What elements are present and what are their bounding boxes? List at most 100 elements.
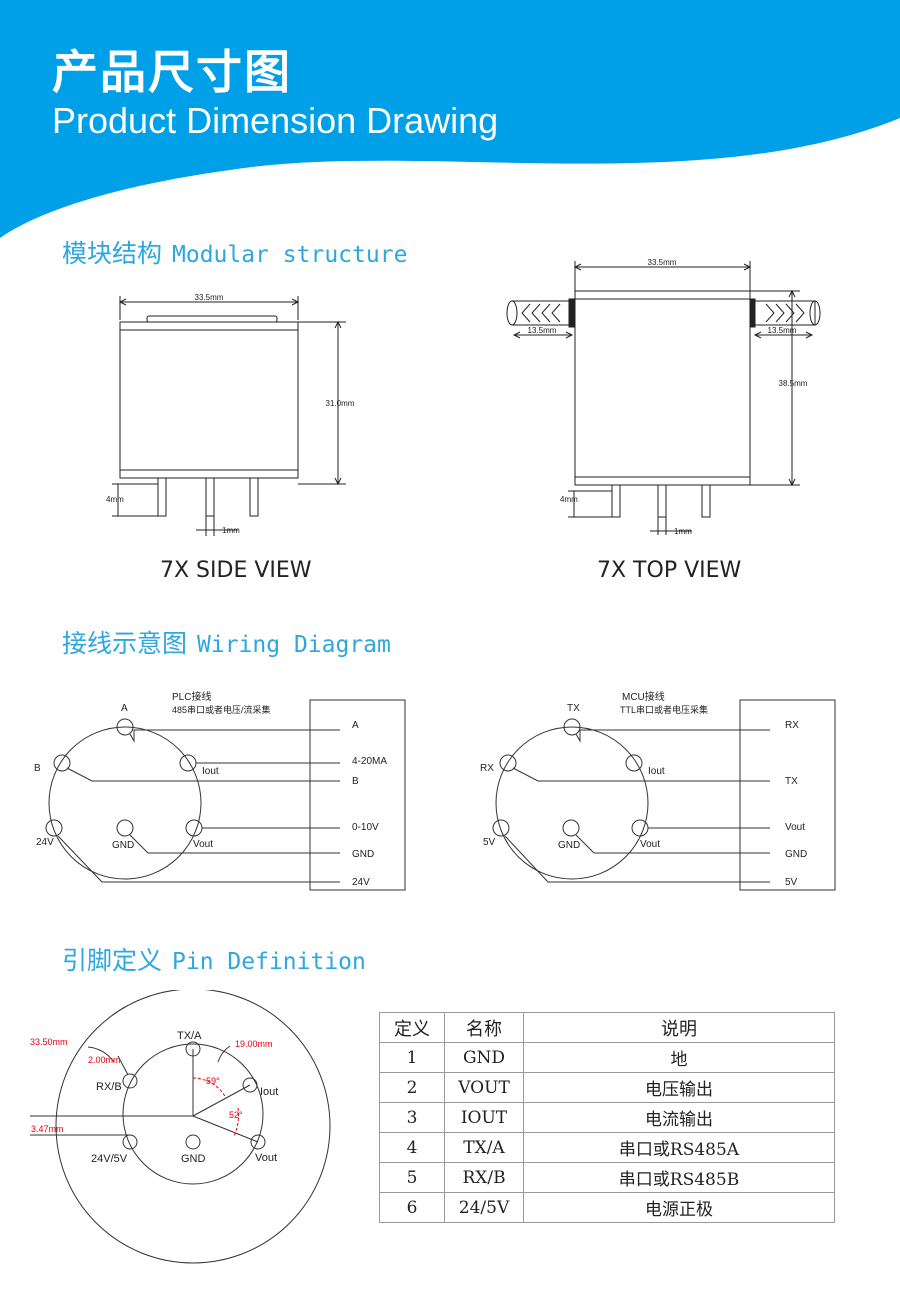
table-row: 3 IOUT 电流输出 [379,1102,835,1133]
side-cap [146,315,278,323]
plc-pin-b-label: B [34,763,41,774]
top-body [574,298,751,478]
mcu-pin-vout [631,819,649,837]
plc-terminal-label: 0-10V [352,822,379,833]
side-view-label: 7X SIDE VIEW [160,558,312,583]
section-title-wiring: 接线示意图 Wiring Diagram [62,624,391,660]
mcu-terminal-box [739,699,836,891]
mcu-pin-gnd [562,819,580,837]
top-view-label: 7X TOP VIEW [597,558,742,583]
plc-pin-24v [45,819,63,837]
mcu-pin-5v [492,819,510,837]
plc-pin-vout [185,819,203,837]
plc-subtitle: 485串口或者电压/流采集 [172,704,271,715]
plc-pin-vout-label: Vout [193,839,213,850]
pin-definition-table: 定义 名称 说明 1 GND 地 2 VOUT 电压输出 3 IOUT 电流输出… [379,1012,835,1223]
top-view-drawing: 33.5mm 13.5mm 13.5mm 38.5mm 4mm 1mm [506,258,821,536]
table-row: 6 24/5V 电源正极 [379,1192,835,1223]
table-header: 定义 [379,1012,445,1043]
table-cell: TX/A [444,1132,524,1163]
table-cell: 串口或RS485A [523,1132,835,1163]
plc-pin-iout [179,754,197,772]
mcu-pin-gnd-label: GND [558,840,580,851]
top-right-cylinder [754,300,816,326]
pin-rxb [122,1073,138,1089]
mcu-socket-circle [495,726,649,880]
pin-definition-diagram: 33.50mm 2.00mm 19.00mm 3.47mm 59° 52° TX… [30,990,331,1264]
table-cell: 电流输出 [523,1102,835,1133]
table-row: 2 VOUT 电压输出 [379,1072,835,1103]
side-pin-1 [157,477,167,517]
mcu-terminal-label: GND [785,849,807,860]
pin-inner-circle [122,1043,264,1185]
table-cell: 电源正极 [523,1192,835,1223]
mcu-pin-tx [563,718,581,736]
page-title-en: Product Dimension Drawing [52,100,499,141]
pin-vout-label: Vout [255,1152,277,1164]
pin-iout-label: Iout [260,1086,278,1098]
pin-gnd-label: GND [181,1153,206,1165]
table-header: 名称 [444,1012,524,1043]
top-pin-3 [701,484,711,518]
plc-pin-gnd [116,819,134,837]
table-cell: 串口或RS485B [523,1162,835,1193]
table-header-row: 定义 名称 说明 [379,1012,835,1043]
table-cell: 6 [379,1192,445,1223]
top-pin-dia-label: 1mm [674,527,692,536]
section-title-en: Wiring Diagram [197,632,391,658]
section-title-zh: 接线示意图 [62,629,188,658]
mcu-terminal-label: 5V [785,877,798,888]
side-height-label: 31.0mm [326,399,355,408]
offset-label: 3.47mm [31,1124,64,1134]
mcu-title: MCU接线 [622,690,665,703]
top-pin-1 [611,484,621,518]
table-cell: VOUT [444,1072,524,1103]
plc-pin-iout-label: Iout [202,766,219,777]
top-width-label: 33.5mm [648,258,677,267]
table-cell: 3 [379,1102,445,1133]
table-cell: GND [444,1042,524,1073]
outer-dia-label: 33.50mm [30,1037,68,1047]
mcu-pin-rx-label: RX [480,763,494,774]
mcu-terminal-label: RX [785,720,799,731]
side-top-band [119,321,299,331]
pin-gnd [185,1134,201,1150]
pin-txa-label: TX/A [177,1030,202,1042]
top-left-ext-label: 13.5mm [528,326,557,335]
top-left-clip [568,298,575,328]
top-pin-length-label: 4mm [560,495,578,504]
table-row: 1 GND 地 [379,1042,835,1073]
table-cell: 地 [523,1042,835,1073]
banner-shape [0,0,900,238]
top-right-clip [749,298,756,328]
top-height-label: 38.5mm [779,379,808,388]
section-title-zh: 模块结构 [62,239,163,268]
side-body [119,329,299,471]
mcu-terminal-label: Vout [785,822,805,833]
section-title-en: Modular structure [172,242,408,268]
plc-terminal-label: 4-20MA [352,756,387,767]
section-title-zh: 引脚定义 [62,946,163,975]
plc-title: PLC接线 [172,690,211,703]
plc-wiring-diagram: PLC接线 485串口或者电压/流采集 A B Iout 24V GND Vou… [34,690,406,891]
pin-24v5v-label: 24V/5V [91,1153,128,1165]
plc-socket-circle [48,726,202,880]
top-pin-2 [657,484,667,518]
side-width-label: 33.5mm [195,293,224,302]
circle-dia-label: 19.00mm [235,1039,273,1049]
pin-iout [242,1077,258,1093]
top-bottom-band [574,476,751,486]
table-cell: 1 [379,1042,445,1073]
top-right-ext-label: 13.5mm [768,326,797,335]
top-top-band [574,290,751,300]
table-cell: RX/B [444,1162,524,1193]
plc-pin-a-label: A [121,703,128,714]
pin-dia-label: 2.00mm [88,1055,121,1065]
side-pin-length-label: 4mm [106,495,124,504]
mcu-terminal-label: TX [785,776,798,787]
mcu-pin-iout-label: Iout [648,766,665,777]
mcu-pin-vout-label: Vout [640,839,660,850]
page-title-zh: 产品尺寸图 [52,45,292,99]
plc-pin-a [116,718,134,736]
